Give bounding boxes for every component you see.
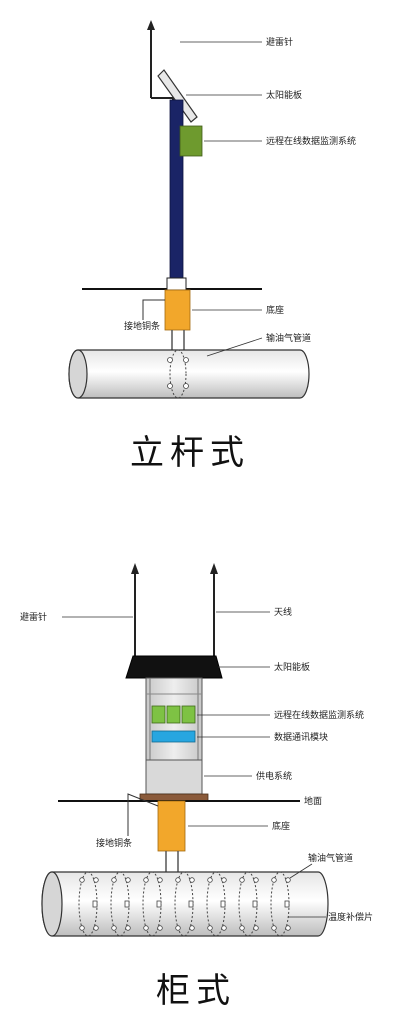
antenna-2 [210,563,218,656]
label-comm-module-2: 数据通讯模块 [274,731,328,743]
label-lightning-rod-1: 避雷针 [266,36,293,48]
base-plate-2 [139,793,209,802]
base-2 [157,800,186,852]
solar-panel-2 [125,655,223,679]
label-monitor-system-1: 远程在线数据监测系统 [266,135,356,147]
label-ground-surface-2: 地面 [304,795,322,807]
power-system-2 [145,759,203,795]
pipeline-1 [68,349,310,399]
label-power-system-2: 供电系统 [256,770,292,782]
label-solar-panel-2: 太阳能板 [274,661,310,673]
diagram-pole-type: 避雷针 太阳能板 远程在线数据监测系统 底座 接地铜条 输油气管道 立杆式 [68,20,356,473]
label-pipeline-1: 输油气管道 [266,332,311,344]
monitor-modules-2 [151,705,196,724]
label-base-2: 底座 [272,820,290,832]
pipeline-2 [41,871,329,937]
comm-module-2 [151,730,196,743]
label-temp-compensation-2: 温度补偿片 [328,911,373,923]
lightning-rod-2 [131,563,139,656]
label-base-1: 底座 [266,304,284,316]
label-antenna-2: 天线 [274,606,292,618]
pole-collar-1 [166,277,187,291]
compensation-pads [92,900,290,908]
caption-pole-type: 立杆式 [130,433,250,473]
lightning-rod-1 [147,20,174,110]
label-ground-strip-2: 接地铜条 [96,837,132,849]
label-pipeline-2: 输油气管道 [308,852,353,864]
label-ground-strip-1: 接地铜条 [124,320,160,332]
label-lightning-rod-2: 避雷针 [20,611,47,623]
base-1 [164,289,191,331]
sensor-dots [79,877,291,931]
label-monitor-system-2: 远程在线数据监测系统 [274,709,364,721]
label-solar-panel-1: 太阳能板 [266,89,302,101]
ground-strip-1 [142,299,165,320]
ground-strip-2 [127,793,159,836]
diagram-cabinet-type: 避雷针 天线 太阳能板 远程在线数据监测系统 数据通讯模块 供电系统 地面 底座… [20,563,373,1011]
monitor-box-1 [179,125,203,157]
caption-cabinet-type: 柜式 [156,971,236,1011]
